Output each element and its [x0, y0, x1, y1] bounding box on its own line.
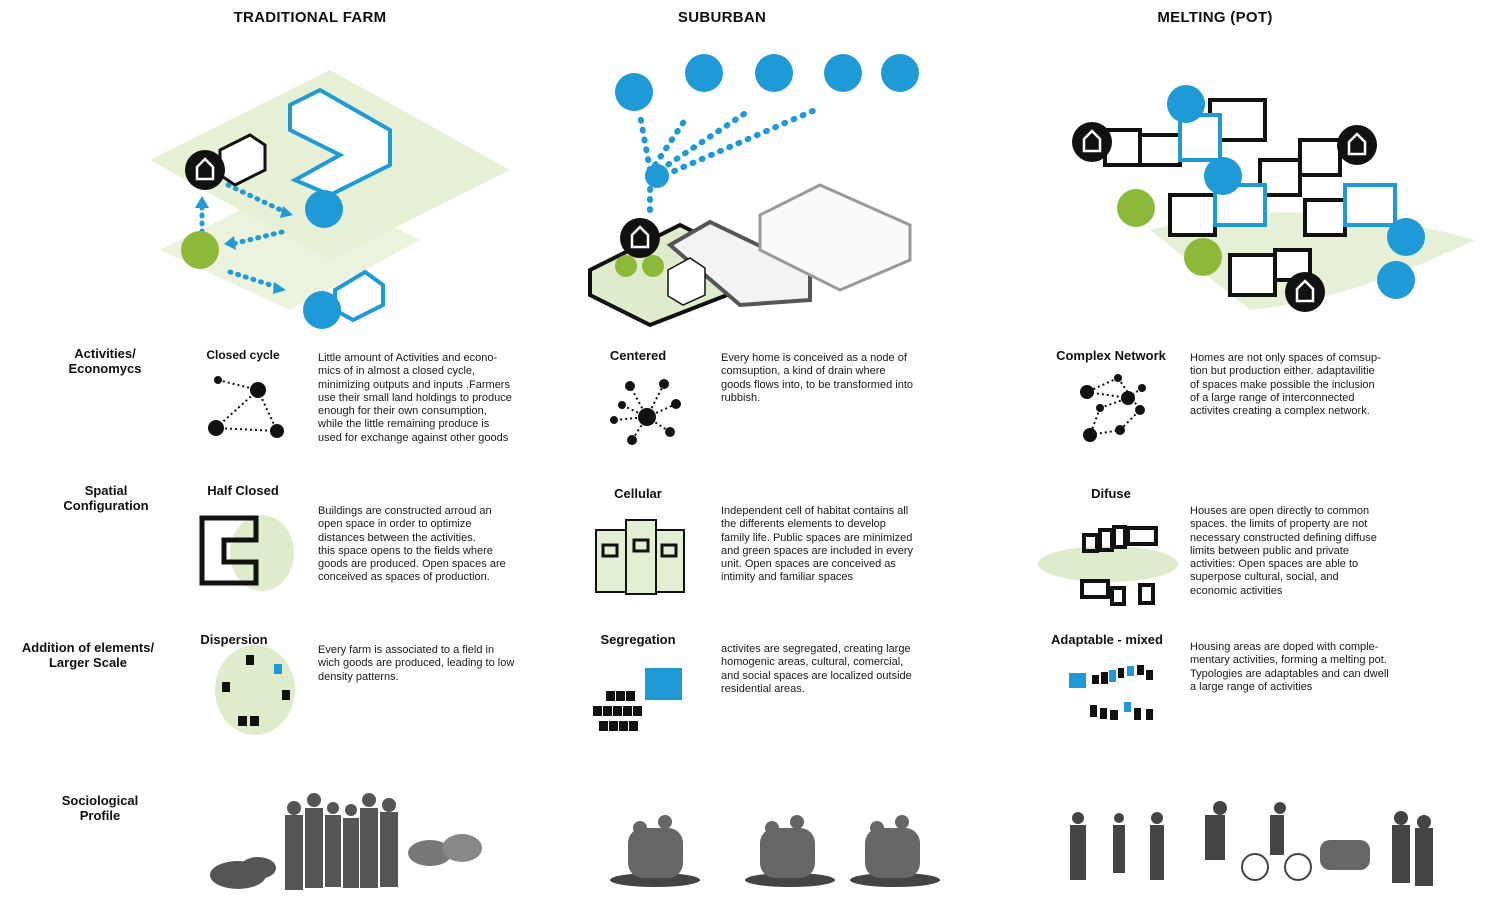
- suburban-isometric-illustration: [588, 54, 919, 328]
- suburban-scale-text: activites are segregated, creating large…: [721, 643, 912, 695]
- farm-isometric-illustration: [150, 70, 510, 329]
- suburban-spatial-title: Cellular: [614, 486, 662, 501]
- melting-spatial-text: Houses are open directly to common space…: [1190, 505, 1377, 597]
- car-icon: [645, 164, 669, 188]
- flower-icon: [615, 255, 637, 277]
- segregation-diagram: [593, 668, 682, 731]
- farm-scale-title: Dispersion: [200, 632, 268, 647]
- cellular-diagram: [595, 519, 685, 595]
- farmer-icon: [305, 190, 343, 228]
- basket-icon: [303, 291, 341, 329]
- row-label-sociological: Sociological Profile: [61, 793, 139, 823]
- adaptable-mixed-diagram: [1069, 665, 1153, 720]
- watering-can-icon: [181, 231, 219, 269]
- column-title-melting-pot: MELTING (POT): [1157, 9, 1273, 26]
- watering-can-icon: [1117, 189, 1155, 227]
- column-title-traditional-farm: TRADITIONAL FARM: [233, 9, 387, 26]
- suburban-scale-title: Segregation: [600, 632, 676, 647]
- centered-diagram: [610, 379, 681, 445]
- tools-icon: [824, 54, 862, 92]
- computer-icon: [685, 54, 723, 92]
- row-label-activities: Activities/ Economycs: [68, 346, 142, 376]
- suburban-spatial-text: Independent cell of habitat contains all…: [721, 505, 914, 584]
- farm-activities-title: Closed cycle: [206, 348, 280, 362]
- football-icon: [1377, 261, 1415, 299]
- farm-scale-text: Every farm is associated to a field in w…: [318, 644, 515, 683]
- complex-network-diagram: [1080, 374, 1146, 442]
- suburban-activities-title: Centered: [609, 348, 667, 363]
- melting-activities-text: Homes are not only spaces of comsup- tio…: [1190, 352, 1381, 418]
- row-label-scale: Addition of elements/ Larger Scale: [21, 640, 155, 670]
- farm-people-photo: [210, 793, 482, 890]
- watering-can-icon: [642, 255, 664, 277]
- flower-icon: [1184, 238, 1222, 276]
- column-title-suburban: SUBURBAN: [677, 9, 767, 26]
- farm-spatial-title: Half Closed: [207, 483, 279, 498]
- row-diagrams: [199, 374, 1433, 890]
- basket-icon: [615, 73, 653, 111]
- dispersion-diagram: [215, 645, 295, 735]
- melting-spatial-title: Difuse: [1091, 486, 1131, 501]
- farm-spatial-text: Buildings are constructed arroud an open…: [318, 505, 506, 584]
- difuse-diagram: [1038, 525, 1178, 606]
- closed-cycle-diagram: [208, 376, 284, 438]
- melting-scale-title: Adaptable - mixed: [1051, 632, 1163, 647]
- computer-icon: [1167, 85, 1205, 123]
- melting-isometric-illustration: [1070, 85, 1475, 314]
- suburban-activities-text: Every home is conceived as a node of com…: [721, 352, 913, 404]
- row-label-spatial: Spatial Configuration: [63, 483, 149, 513]
- tools-icon: [1204, 157, 1242, 195]
- top-illustrations: [150, 54, 1475, 329]
- melting-scale-text: Housing areas are doped with comple- men…: [1190, 641, 1389, 693]
- melting-people-photo: [1070, 801, 1433, 886]
- seesaw-icon: [881, 54, 919, 92]
- farm-activities-text: Little amount of Activities and econo- m…: [318, 352, 512, 444]
- melting-activities-title: Complex Network: [1056, 348, 1166, 363]
- suburban-family-photos: [610, 815, 940, 887]
- basket-icon: [1387, 218, 1425, 256]
- football-icon: [755, 54, 793, 92]
- half-closed-diagram: [199, 515, 294, 591]
